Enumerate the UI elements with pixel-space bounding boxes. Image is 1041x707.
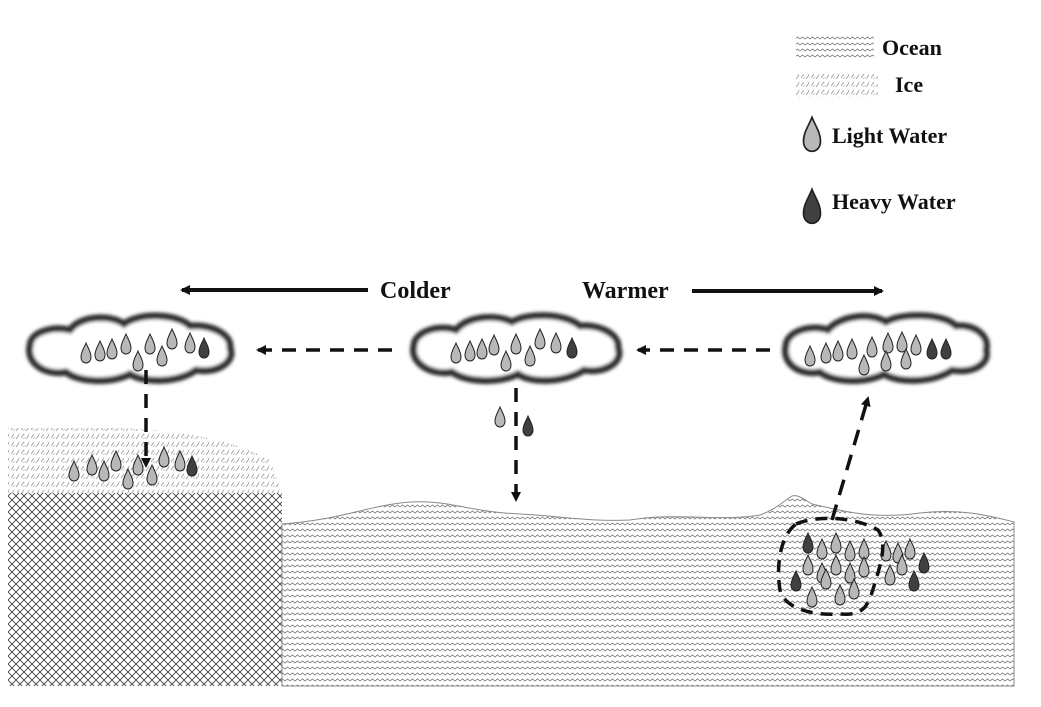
evaporation-source-outline — [776, 516, 885, 617]
ocean-body — [281, 495, 1015, 687]
legend-light-water-label: Light Water — [832, 123, 947, 148]
land-block — [8, 493, 282, 686]
flow-arrows — [141, 345, 885, 617]
dashed-arrow-evaporation — [830, 396, 871, 521]
legend: Ocean Ice Light Water Heavy Water — [796, 35, 956, 225]
light-water-drop-icon — [802, 116, 822, 153]
warmer-label: Warmer — [582, 278, 669, 304]
temperature-direction: Colder Warmer — [180, 278, 884, 304]
heavy-water-drop-icon — [522, 415, 534, 437]
legend-ocean-label: Ocean — [882, 35, 942, 60]
legend-ocean-swatch — [796, 36, 874, 58]
light-water-drop-icon — [494, 406, 506, 428]
legend-heavy-water-label: Heavy Water — [832, 189, 956, 214]
ice-layer — [8, 428, 282, 493]
colder-label: Colder — [380, 278, 451, 304]
legend-ice-swatch — [796, 74, 878, 98]
legend-ice-label: Ice — [895, 72, 923, 97]
heavy-water-drop-icon — [802, 188, 822, 225]
